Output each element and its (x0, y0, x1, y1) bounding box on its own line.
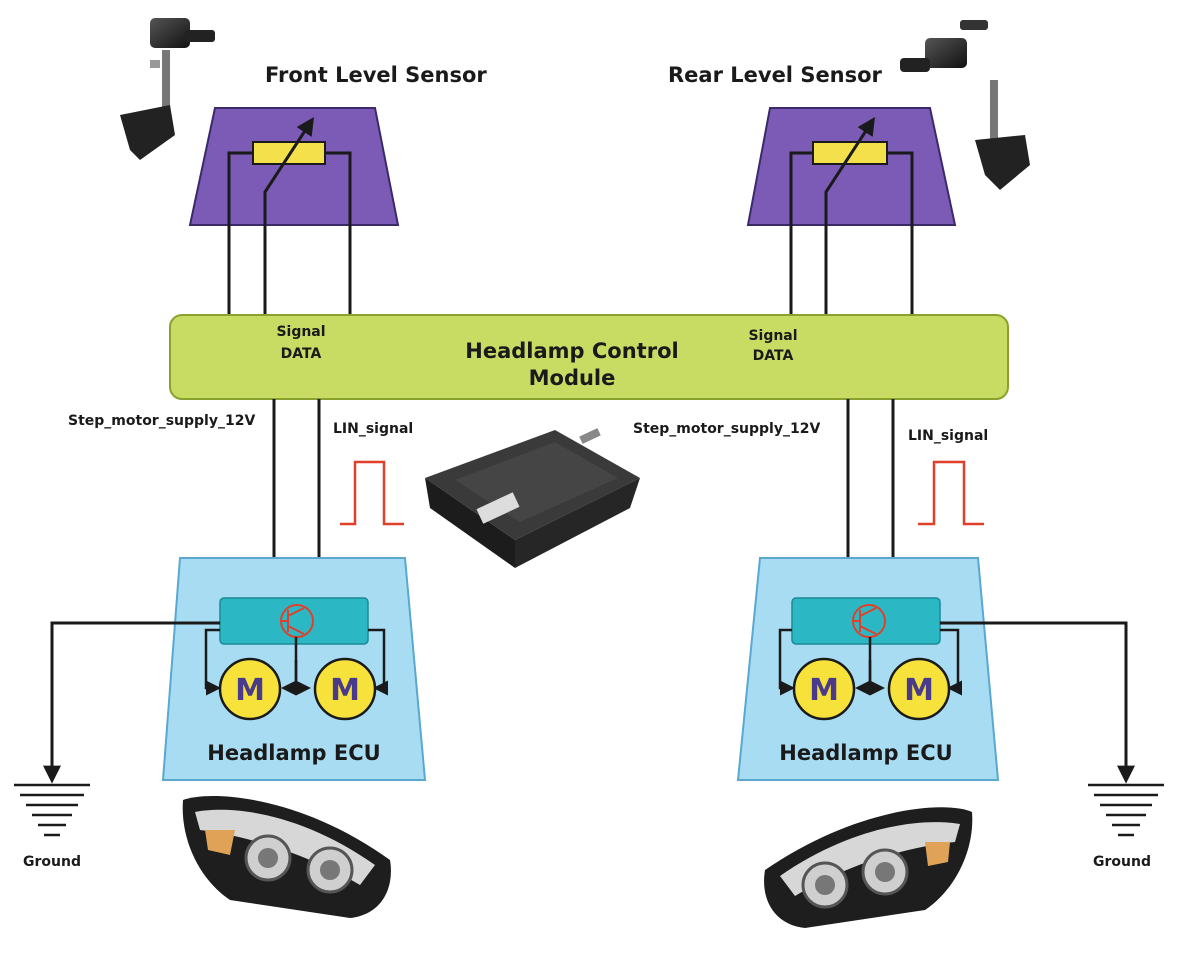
left-motor-1-label: M (235, 673, 265, 708)
left-supply-label: Step_motor_supply_12V (68, 413, 255, 429)
right-supply-label: Step_motor_supply_12V (633, 421, 820, 437)
right-lin-pulse (918, 460, 984, 526)
right-ground-wire (940, 621, 1135, 784)
front-sensor-box (188, 107, 400, 315)
right-ground-icon (1088, 783, 1164, 837)
left-ground-wire (43, 621, 220, 784)
right-motor-2 (887, 657, 951, 721)
module-title-line1: Headlamp Control (465, 339, 678, 363)
left-motor-2 (313, 657, 377, 721)
left-signal-label: Signal (276, 324, 325, 340)
left-lin-label: LIN_signal (333, 421, 413, 437)
front-sensor-title: Front Level Sensor (265, 63, 487, 87)
rear-sensor-title: Rear Level Sensor (668, 63, 883, 87)
left-headlamp-ecu: M M Headlamp ECU (161, 557, 427, 781)
right-data-label: DATA (753, 348, 794, 364)
right-signal-label: Signal (748, 328, 797, 344)
right-motor-2-label: M (904, 673, 934, 708)
right-motor-1 (792, 657, 856, 721)
right-headlamp-photo (764, 807, 973, 928)
left-motor-2-label: M (330, 673, 360, 708)
headlamp-control-module: Headlamp Control Module Signal DATA Sign… (169, 314, 1009, 400)
right-headlamp-ecu: M M Headlamp ECU (736, 557, 1000, 781)
left-motor-1 (218, 657, 282, 721)
rear-sensor-photo (900, 20, 1030, 190)
front-sensor-photo (120, 18, 215, 160)
rear-sensor-box (746, 107, 957, 315)
left-ecu-label: Headlamp ECU (207, 741, 380, 765)
right-motor-1-label: M (809, 673, 839, 708)
left-lin-pulse (340, 460, 404, 526)
left-data-label: DATA (281, 346, 322, 362)
left-ground-label: Ground (23, 854, 81, 870)
left-ground-icon (14, 783, 90, 837)
control-module-photo (425, 428, 640, 568)
right-ecu-label: Headlamp ECU (779, 741, 952, 765)
module-title-line2: Module (529, 366, 616, 390)
right-ground-label: Ground (1093, 854, 1151, 870)
left-headlamp-photo (182, 796, 391, 918)
right-lin-label: LIN_signal (908, 428, 988, 444)
